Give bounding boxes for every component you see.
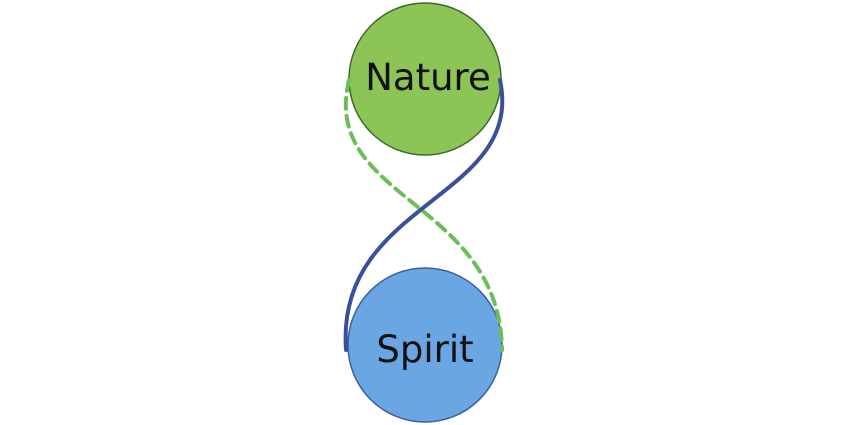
solid-connector bbox=[343, 78, 505, 352]
nature-label: Nature bbox=[365, 56, 490, 99]
spirit-label: Spirit bbox=[376, 328, 473, 371]
dashed-connector bbox=[343, 78, 504, 352]
